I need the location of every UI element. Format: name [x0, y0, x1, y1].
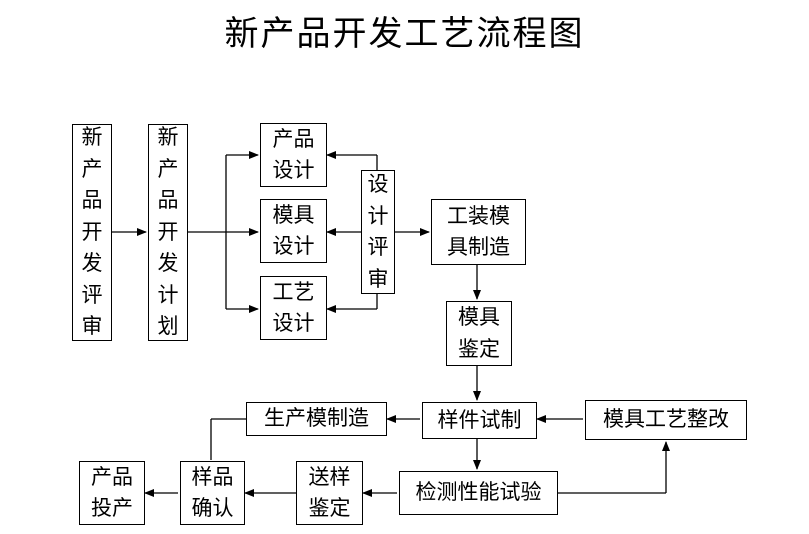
node-product-design: 产品设计 — [260, 123, 327, 187]
node-dev-review: 新产品开发评审 — [72, 124, 112, 341]
node-dev-plan: 新产品开发计划 — [148, 124, 188, 341]
node-mold-appraisal: 模具鉴定 — [446, 301, 512, 366]
diagram-title: 新产品开发工艺流程图 — [224, 14, 585, 54]
node-send-appraisal: 送样鉴定 — [296, 461, 363, 525]
node-design-review: 设计评审 — [361, 170, 395, 294]
node-sample-confirm: 样品确认 — [180, 461, 245, 525]
node-production-mold: 生产模制造 — [246, 402, 387, 436]
node-inspection-test: 检测性能试验 — [399, 471, 558, 515]
node-tooling-manufacture: 工装模具制造 — [431, 199, 526, 265]
node-mold-design: 模具设计 — [260, 199, 327, 263]
node-production-launch: 产品投产 — [79, 461, 145, 525]
node-process-design: 工艺设计 — [260, 276, 327, 340]
node-sample-trial: 样件试制 — [422, 402, 537, 439]
node-rectification: 模具工艺整改 — [585, 400, 747, 440]
